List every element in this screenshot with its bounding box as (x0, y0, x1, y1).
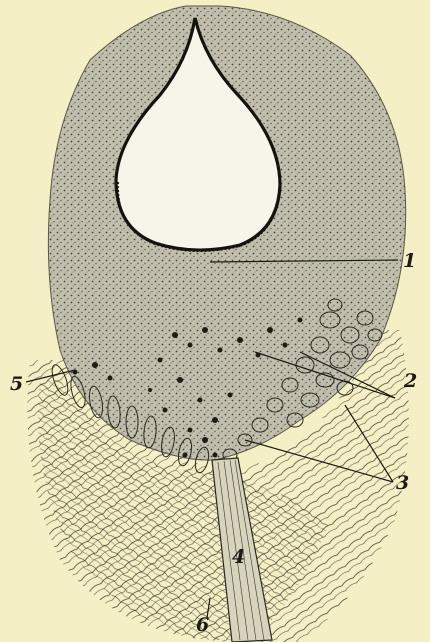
label-1: 1 (403, 252, 416, 271)
label-6: 6 (196, 616, 209, 635)
label-3: 3 (396, 474, 409, 493)
label-4: 4 (232, 548, 245, 567)
label-2: 2 (404, 372, 417, 391)
label-5: 5 (10, 375, 23, 394)
